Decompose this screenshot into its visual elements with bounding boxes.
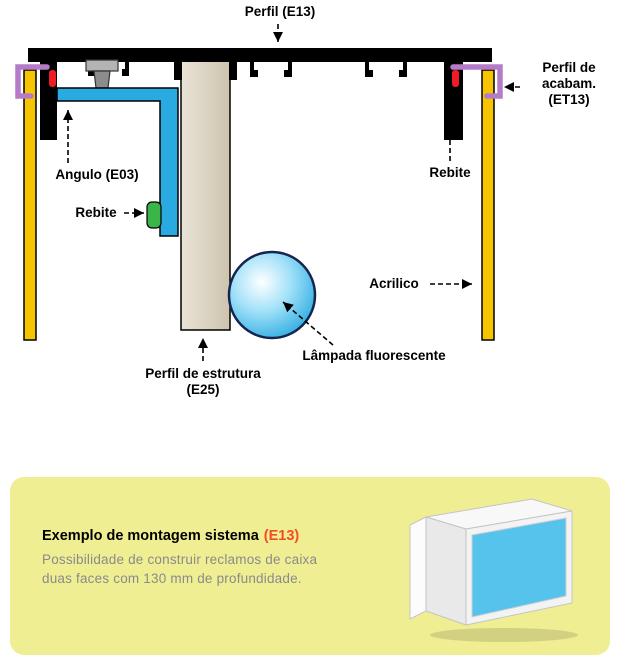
example-description-line1: Possibilidade de construir reclamos de c… xyxy=(42,552,318,567)
label-acrilico: Acrilico xyxy=(369,276,419,291)
fluorescent-lamp-shape xyxy=(227,250,317,340)
label-perfil-e13: Perfil (E13) xyxy=(244,4,316,19)
label-rebite-right: Rebite xyxy=(429,165,471,180)
label-perfil-estrutura: Perfil de estrutura (E25) xyxy=(145,366,261,397)
profile-plate xyxy=(28,48,492,62)
rivet-green xyxy=(146,201,162,229)
acrylic-panel-left xyxy=(23,69,37,341)
angle-e03-shape xyxy=(56,87,179,237)
signbox-side-flap xyxy=(409,516,427,620)
signbox-blue-face xyxy=(471,517,567,618)
signbox-illustration xyxy=(409,498,578,642)
signbox-shadow xyxy=(430,628,578,642)
profile-hook-pair-1 xyxy=(88,62,129,76)
profile-hook-pair-2 xyxy=(250,62,292,77)
fastener-bolt xyxy=(85,59,119,89)
example-title-code: (E13) xyxy=(263,528,300,544)
arrow-lampada xyxy=(282,301,334,346)
example-panel: Exemplo de montagem sistema(E13) Possibi… xyxy=(10,477,610,655)
fastener-head xyxy=(93,70,111,89)
finishing-clip-right xyxy=(450,64,503,99)
example-title-text: Exemplo de montagem sistema xyxy=(42,528,259,544)
finishing-clip-left xyxy=(15,64,50,99)
profile-hook-pair-3 xyxy=(365,62,407,77)
example-title: Exemplo de montagem sistema(E13) xyxy=(42,528,299,544)
callout-arrows xyxy=(63,24,520,361)
signbox-left-edge xyxy=(425,516,467,626)
structure-profile-e25-shape xyxy=(180,57,231,331)
label-angulo: Angulo (E03) xyxy=(55,167,139,182)
acrylic-panel-right xyxy=(481,69,495,341)
label-perfil-acabam: Perfil de acabam. (ET13) xyxy=(541,60,597,107)
fastener-plate xyxy=(85,59,119,72)
label-lampada: Lâmpada fluorescente xyxy=(302,348,446,363)
assembly-diagram xyxy=(15,24,520,361)
rivet-red-right xyxy=(452,70,459,87)
profile-column-slot-tabs xyxy=(174,62,237,80)
rivet-red-left xyxy=(49,70,56,87)
label-rebite-left: Rebite xyxy=(75,205,117,220)
example-description-line2: duas faces com 130 mm de profundidade. xyxy=(42,571,302,586)
